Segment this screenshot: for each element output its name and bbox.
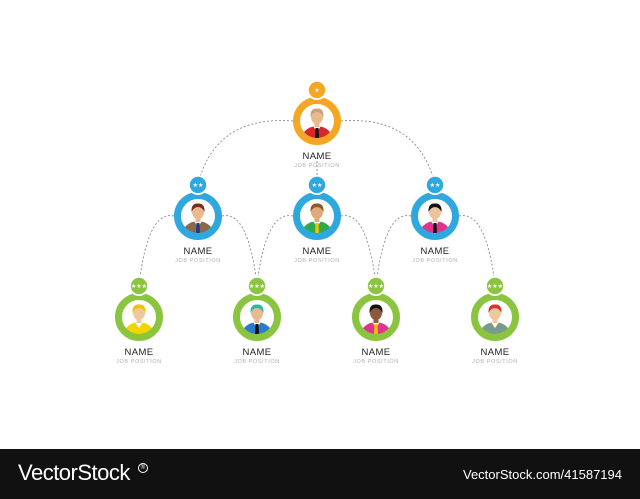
level-ring xyxy=(411,192,459,240)
node-job-position: JOB POSITION xyxy=(472,359,518,365)
node-name: NAME xyxy=(302,246,331,257)
image-credit: VectorStock.com/41587194 xyxy=(463,467,622,482)
connector-lines xyxy=(138,120,496,286)
level-ring xyxy=(293,192,341,240)
star-badge-icon xyxy=(486,277,504,295)
level-ring xyxy=(174,192,222,240)
node-job-position: JOB POSITION xyxy=(412,258,458,264)
connector-ceo-manager-right xyxy=(340,120,436,185)
rank-stars-icon: ★★★ xyxy=(249,283,265,290)
brand-logo[interactable]: VectorStock xyxy=(18,460,130,485)
rank-stars-icon: ★★★ xyxy=(487,283,503,290)
node-name: NAME xyxy=(302,151,331,162)
connector-ceo-manager-left xyxy=(197,120,294,185)
star-badge-icon xyxy=(308,81,326,99)
star-badge-icon xyxy=(367,277,385,295)
node-job-position: JOB POSITION xyxy=(116,359,162,365)
rank-stars-icon: ★★ xyxy=(312,182,323,189)
star-badge-icon xyxy=(130,277,148,295)
node-name: NAME xyxy=(480,347,509,358)
connector-manager-center-staff-2 xyxy=(256,215,294,286)
rank-stars-icon: ★★★ xyxy=(368,283,384,290)
connector-manager-right-staff-3 xyxy=(375,215,412,286)
connector-manager-right-staff-4 xyxy=(458,215,496,286)
node-name: NAME xyxy=(420,246,449,257)
node-job-position: JOB POSITION xyxy=(294,258,340,264)
node-job-position: JOB POSITION xyxy=(294,163,340,169)
level-ring xyxy=(115,293,163,341)
rank-stars-icon: ★ xyxy=(314,87,319,94)
node-name: NAME xyxy=(183,246,212,257)
node-job-position: JOB POSITION xyxy=(353,359,399,365)
level-ring xyxy=(293,97,341,145)
star-badge-icon xyxy=(189,176,207,194)
rank-stars-icon: ★★ xyxy=(430,182,441,189)
node-job-position: JOB POSITION xyxy=(175,258,221,264)
connector-manager-left-staff-1 xyxy=(138,215,175,286)
level-ring xyxy=(352,293,400,341)
level-ring xyxy=(233,293,281,341)
node-job-position: JOB POSITION xyxy=(234,359,280,365)
star-badge-icon xyxy=(426,176,444,194)
rank-stars-icon: ★★ xyxy=(193,182,204,189)
node-name: NAME xyxy=(361,347,390,358)
registered-mark: ® xyxy=(138,463,148,473)
rank-stars-icon: ★★★ xyxy=(131,283,147,290)
star-badge-icon xyxy=(308,176,326,194)
level-ring xyxy=(471,293,519,341)
node-name: NAME xyxy=(242,347,271,358)
connector-manager-left-staff-2 xyxy=(221,215,258,286)
connector-manager-center-staff-3 xyxy=(340,215,377,286)
star-badge-icon xyxy=(248,277,266,295)
footer-bar: VectorStock ® VectorStock.com/41587194 xyxy=(0,449,640,499)
node-name: NAME xyxy=(124,347,153,358)
